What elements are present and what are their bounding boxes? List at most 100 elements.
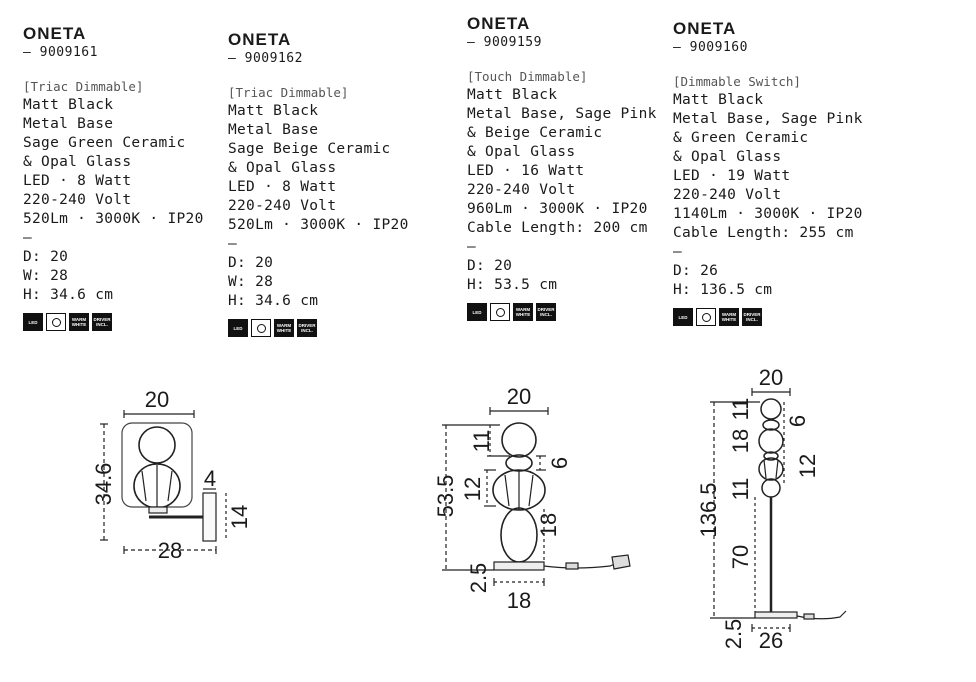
dim-label: 12 — [460, 477, 485, 501]
spec-line: D: 26 — [673, 263, 719, 279]
spec-line: & Opal Glass — [23, 154, 132, 170]
spec-line: H: 53.5 cm — [467, 277, 558, 293]
dimming-type: [Touch Dimmable] — [467, 69, 588, 84]
led-icon: LED — [228, 319, 248, 337]
dimmable-icon — [46, 313, 66, 331]
dim-label: 12 — [795, 454, 820, 478]
led-icon: LED — [23, 313, 43, 331]
spec-divider: — — [228, 236, 238, 252]
product-9009159: ONETA — 9009159 [Touch Dimmable] Matt Bl… — [467, 14, 657, 321]
driver-included-icon: DRIVER INCL. — [297, 319, 317, 337]
feature-badges: LED WARM WHITE DRIVER INCL. — [673, 308, 863, 326]
feature-badges: LED WARM WHITE DRIVER INCL. — [228, 319, 409, 337]
product-code: — 9009162 — [228, 51, 303, 66]
dim-label: 70 — [728, 545, 753, 569]
dim-label: 11 — [469, 430, 494, 453]
dim-label: 11 — [728, 478, 753, 501]
dim-label: 11 — [728, 398, 753, 421]
spec-line: Metal Base — [228, 122, 319, 138]
dim-label: 2.5 — [466, 563, 491, 594]
dimming-type: [Dimmable Switch] — [673, 74, 801, 89]
spec-line: Metal Base, Sage Pink — [673, 111, 863, 127]
dim-label: 18 — [728, 429, 753, 453]
spec-line: & Green Ceramic — [673, 130, 809, 146]
spec-line: H: 136.5 cm — [673, 282, 773, 298]
spec-line: & Opal Glass — [467, 144, 576, 160]
warm-white-icon: WARM WHITE — [719, 308, 739, 326]
dimming-type: [Triac Dimmable] — [228, 85, 349, 100]
spec-line: 220-240 Volt — [673, 187, 782, 203]
wall-lamp-drawing — [100, 410, 227, 554]
product-code: — 9009159 — [467, 35, 542, 50]
spec-line: W: 28 — [23, 268, 69, 284]
dimming-type: [Triac Dimmable] — [23, 79, 144, 94]
product-name: ONETA — [23, 24, 87, 43]
spec-line: Metal Base, Sage Pink — [467, 106, 657, 122]
dim-label: 2.5 — [721, 619, 746, 650]
spec-line: LED · 8 Watt — [23, 173, 132, 189]
floor-lamp-drawing — [710, 388, 847, 632]
dim-label: 6 — [785, 415, 810, 427]
spec-line: Cable Length: 200 cm — [467, 220, 648, 236]
dimmable-icon — [251, 319, 271, 337]
spec-line: H: 34.6 cm — [23, 287, 114, 303]
spec-line: 960Lm · 3000K · IP20 — [467, 201, 648, 217]
dimmable-icon — [490, 303, 510, 321]
spec-line: 520Lm · 3000K · IP20 — [228, 217, 409, 233]
product-code: — 9009161 — [23, 45, 98, 60]
dim-label: 6 — [547, 457, 572, 469]
product-code: — 9009160 — [673, 40, 748, 55]
dim-label: 26 — [759, 628, 783, 653]
warm-white-icon: WARM WHITE — [513, 303, 533, 321]
spec-line: 220-240 Volt — [467, 182, 576, 198]
spec-line: 1140Lm · 3000K · IP20 — [673, 206, 863, 222]
spec-line: 520Lm · 3000K · IP20 — [23, 211, 204, 227]
warm-white-icon: WARM WHITE — [274, 319, 294, 337]
spec-line: Matt Black — [673, 92, 764, 108]
dim-label: 14 — [227, 505, 252, 529]
spec-line: 220-240 Volt — [23, 192, 132, 208]
driver-included-icon: DRIVER INCL. — [92, 313, 112, 331]
spec-divider: — — [673, 244, 683, 260]
dim-label: 53.5 — [433, 475, 458, 518]
product-9009161: ONETA — 9009161 [Triac Dimmable] Matt Bl… — [23, 24, 204, 331]
spec-line: Metal Base — [23, 116, 114, 132]
spec-line: D: 20 — [228, 255, 274, 271]
spec-line: & Beige Ceramic — [467, 125, 603, 141]
feature-badges: LED WARM WHITE DRIVER INCL. — [467, 303, 657, 321]
feature-badges: LED WARM WHITE DRIVER INCL. — [23, 313, 204, 331]
dim-label: 4 — [204, 466, 216, 491]
dim-label: 20 — [759, 365, 783, 390]
spec-line: 220-240 Volt — [228, 198, 337, 214]
led-icon: LED — [673, 308, 693, 326]
dim-label: 136.5 — [696, 482, 721, 537]
spec-line: Cable Length: 255 cm — [673, 225, 854, 241]
product-name: ONETA — [228, 30, 292, 49]
spec-line: D: 20 — [467, 258, 513, 274]
warm-white-icon: WARM WHITE — [69, 313, 89, 331]
spec-line: LED · 16 Watt — [467, 163, 585, 179]
spec-line: Matt Black — [228, 103, 319, 119]
dim-label: 20 — [507, 384, 531, 409]
led-icon: LED — [467, 303, 487, 321]
spec-line: Matt Black — [23, 97, 114, 113]
product-name: ONETA — [467, 14, 531, 33]
driver-included-icon: DRIVER INCL. — [536, 303, 556, 321]
spec-line: LED · 19 Watt — [673, 168, 791, 184]
spec-line: W: 28 — [228, 274, 274, 290]
dim-label: 34.6 — [91, 463, 116, 506]
spec-line: LED · 8 Watt — [228, 179, 337, 195]
product-9009160: ONETA — 9009160 [Dimmable Switch] Matt B… — [673, 19, 863, 326]
spec-line: H: 34.6 cm — [228, 293, 319, 309]
spec-line: Sage Green Ceramic — [23, 135, 186, 151]
spec-line: D: 20 — [23, 249, 69, 265]
dim-label: 20 — [145, 387, 169, 412]
driver-included-icon: DRIVER INCL. — [742, 308, 762, 326]
dim-label: 18 — [507, 588, 531, 613]
product-name: ONETA — [673, 19, 737, 38]
dimmable-icon — [696, 308, 716, 326]
spec-divider: — — [23, 230, 33, 246]
dim-label: 28 — [158, 538, 182, 563]
spec-line: & Opal Glass — [228, 160, 337, 176]
